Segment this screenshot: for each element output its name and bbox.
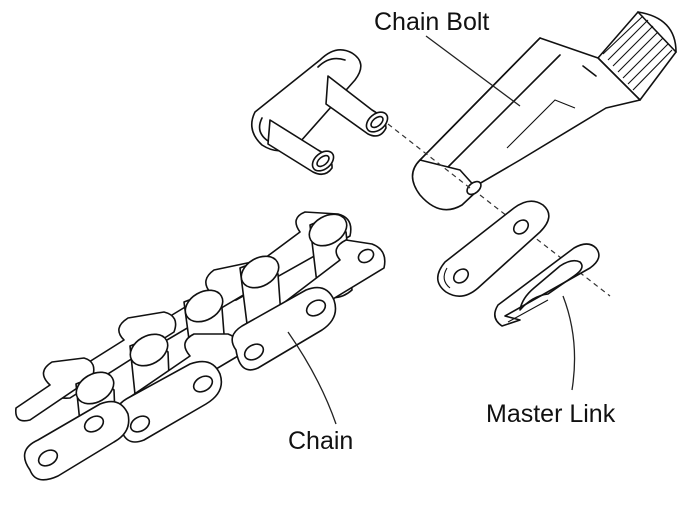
chain-front-plates bbox=[23, 286, 337, 481]
chain-label: Chain bbox=[288, 427, 353, 455]
chain-bolt-label: Chain Bolt bbox=[374, 8, 489, 36]
lower-pin bbox=[267, 119, 335, 176]
chain-bolt bbox=[411, 11, 677, 211]
master-link-plate bbox=[436, 200, 550, 297]
master-link-leader bbox=[562, 295, 576, 391]
master-link-label: Master Link bbox=[486, 400, 616, 428]
bolt-tip bbox=[411, 159, 479, 211]
master-link-clip bbox=[494, 243, 600, 327]
roller-chain bbox=[14, 211, 386, 481]
upper-pin bbox=[325, 75, 389, 137]
chain-leader bbox=[287, 331, 337, 425]
chain-bolt-leader bbox=[425, 35, 521, 107]
pin-link-plate bbox=[250, 48, 389, 176]
